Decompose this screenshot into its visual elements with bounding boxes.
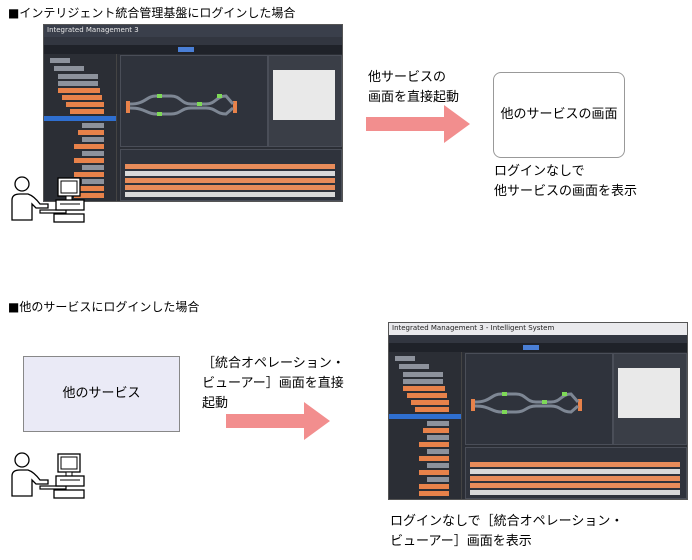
user-at-computer-icon: [11, 176, 85, 223]
bottom-section-heading: ■他のサービスにログインした場合: [8, 300, 200, 314]
other-service-box: 他のサービス: [23, 356, 180, 432]
bottom-arrow: [226, 402, 330, 440]
other-service-screen-box: 他のサービスの画面: [493, 72, 625, 158]
other-service-label: 他のサービス: [62, 386, 141, 401]
user-at-computer-icon: [11, 452, 85, 499]
top-section-heading: ■インテリジェント統合管理基盤にログインした場合: [8, 6, 296, 20]
integrated-management-screenshot-bottom: Integrated Management 3 - Intelligent Sy…: [388, 322, 688, 500]
top-arrow-label: 他サービスの 画面を直接起動: [368, 70, 460, 105]
other-service-screen-label: 他のサービスの画面: [500, 107, 618, 122]
selected-tree-node: [44, 116, 116, 121]
selected-tree-node: [389, 414, 461, 419]
bottom-arrow-label: ［統合オペレーション・ ビューアー］画面を直接 起動: [202, 356, 345, 411]
screenshot-title: Integrated Management 3 - Intelligent Sy…: [392, 324, 555, 332]
integrated-management-screenshot-top: Integrated Management 3: [43, 24, 343, 202]
bottom-result-label: ログインなしで［統合オペレーション・ ビューアー］画面を表示: [390, 514, 624, 549]
top-arrow: [366, 105, 470, 143]
tree-panel: [44, 54, 117, 201]
top-result-label: ログインなしで 他サービスの画面を表示: [494, 164, 638, 199]
tree-panel: [389, 352, 462, 499]
screenshot-title: Integrated Management 3: [47, 26, 139, 34]
